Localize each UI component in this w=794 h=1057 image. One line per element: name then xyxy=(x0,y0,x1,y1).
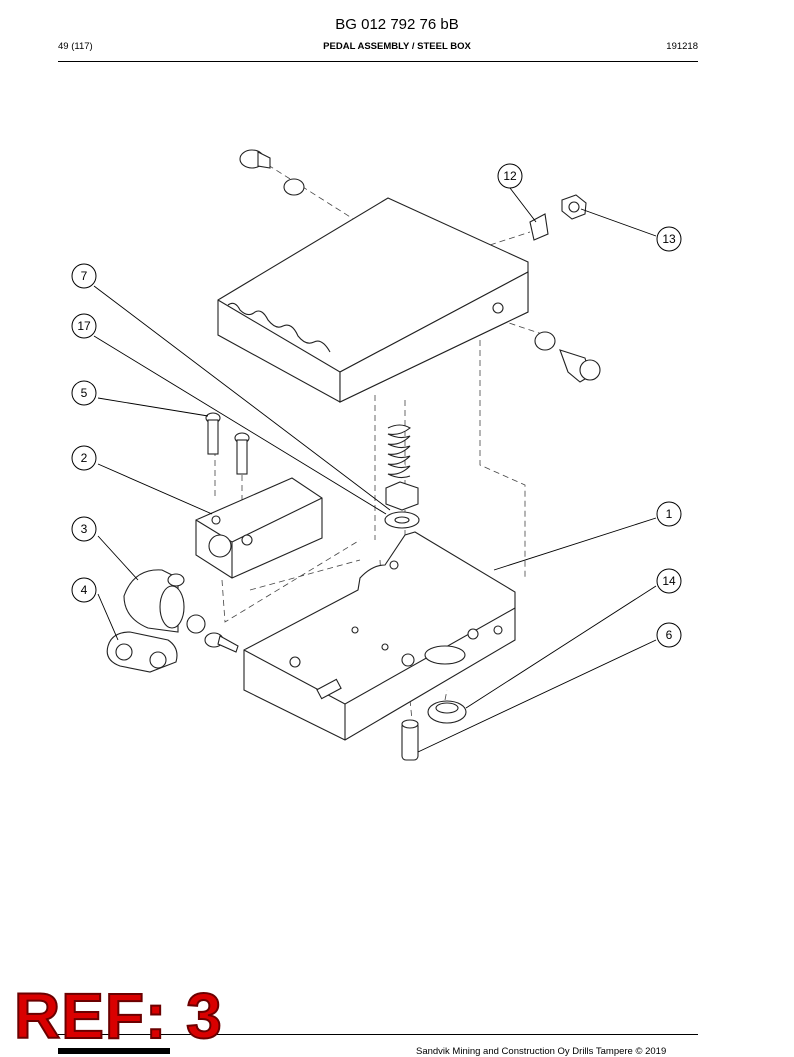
document-title: BG 012 792 76 bB xyxy=(335,16,459,33)
bracket-screw xyxy=(186,614,239,653)
svg-text:13: 13 xyxy=(662,232,676,246)
callout-2: 2 xyxy=(71,445,97,471)
svg-text:1: 1 xyxy=(666,507,673,521)
callout-13: 13 xyxy=(656,226,682,252)
ref-stamp: REF: 3 xyxy=(13,980,223,1052)
connector xyxy=(123,569,185,633)
page-number: 49 (117) xyxy=(58,41,93,52)
sandvik-logo-fragment xyxy=(58,1048,170,1054)
svg-text:3: 3 xyxy=(81,522,88,536)
callout-5: 5 xyxy=(71,380,97,406)
assembly-lines xyxy=(214,164,546,721)
svg-text:6: 6 xyxy=(666,628,673,642)
grommet xyxy=(427,700,467,724)
leader-lines xyxy=(93,187,657,753)
footer-rule xyxy=(58,1034,698,1035)
callout-1: 1 xyxy=(656,501,682,527)
callout-12: 12 xyxy=(497,163,523,189)
steel-box xyxy=(243,531,516,741)
svg-text:14: 14 xyxy=(662,574,676,588)
footer-copyright: Sandvik Mining and Construction Oy Drill… xyxy=(416,1046,667,1057)
nut-and-washer xyxy=(384,481,420,529)
sensor-block xyxy=(195,477,323,579)
bracket xyxy=(106,631,178,673)
svg-text:4: 4 xyxy=(81,583,88,597)
svg-text:2: 2 xyxy=(81,451,88,465)
header-rule xyxy=(58,61,698,62)
section-title: PEDAL ASSEMBLY / STEEL BOX xyxy=(323,41,471,52)
date-code: 191218 xyxy=(666,41,698,52)
pin-and-nut xyxy=(529,194,587,241)
right-bushing-screw xyxy=(534,331,601,383)
callout-4: 4 xyxy=(71,577,97,603)
callout-17: 17 xyxy=(71,313,97,339)
svg-text:12: 12 xyxy=(503,169,517,183)
pedal-screw-top xyxy=(239,149,305,196)
cap-screws xyxy=(205,412,250,475)
svg-text:7: 7 xyxy=(81,269,88,283)
callout-6: 6 xyxy=(656,622,682,648)
callout-3: 3 xyxy=(71,516,97,542)
svg-text:5: 5 xyxy=(81,386,88,400)
pin xyxy=(401,719,419,761)
callout-7: 7 xyxy=(71,263,97,289)
svg-text:17: 17 xyxy=(77,319,91,333)
spring-part xyxy=(387,424,411,479)
callout-14: 14 xyxy=(656,568,682,594)
pedal-part xyxy=(217,197,529,403)
